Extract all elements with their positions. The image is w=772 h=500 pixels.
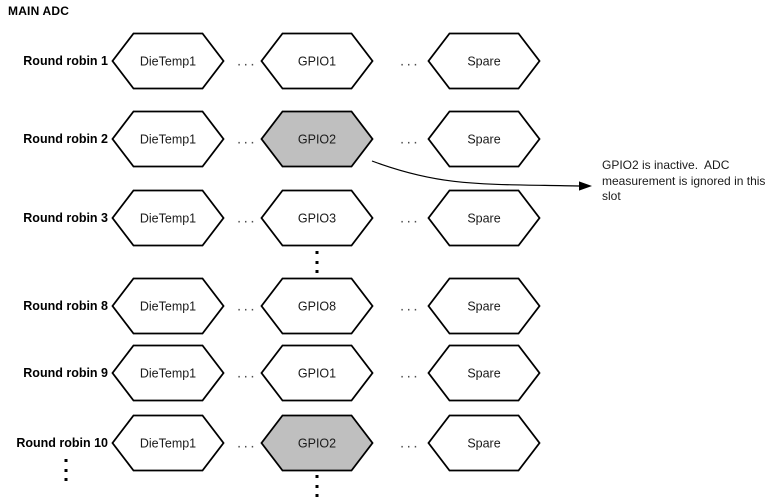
hexagon-shape xyxy=(260,110,374,168)
hexagon-shape xyxy=(111,110,225,168)
hexagon-shape xyxy=(260,414,374,472)
hexagon-outline xyxy=(427,32,541,90)
slot-gpio-inactive[interactable]: GPIO2 xyxy=(260,110,374,168)
hexagon-outline xyxy=(427,344,541,402)
hexagon-outline xyxy=(111,189,225,247)
slot-spare[interactable]: Spare xyxy=(427,414,541,472)
hexagon-outline xyxy=(260,344,374,402)
hexagon-shape xyxy=(427,277,541,335)
ellipsis-horizontal-2: ... xyxy=(399,297,421,315)
ellipsis-horizontal-1: ... xyxy=(236,209,258,227)
slot-spare[interactable]: Spare xyxy=(427,32,541,90)
slot-spare[interactable]: Spare xyxy=(427,344,541,402)
ellipsis-horizontal-1: ... xyxy=(236,434,258,452)
ellipsis-vertical-row-label-continues xyxy=(64,459,68,481)
slot-die-temp[interactable]: DieTemp1 xyxy=(111,344,225,402)
hexagon-outline xyxy=(427,110,541,168)
hexagon-outline xyxy=(111,414,225,472)
hexagon-outline xyxy=(111,110,225,168)
slot-die-temp[interactable]: DieTemp1 xyxy=(111,414,225,472)
ellipsis-horizontal-1: ... xyxy=(236,52,258,70)
hexagon-shape xyxy=(427,189,541,247)
hexagon-shape xyxy=(111,344,225,402)
row-label-row-2: Round robin 2 xyxy=(23,132,108,146)
slot-gpio[interactable]: GPIO8 xyxy=(260,277,374,335)
ellipsis-horizontal-2: ... xyxy=(399,52,421,70)
slot-spare[interactable]: Spare xyxy=(427,189,541,247)
hexagon-outline xyxy=(260,32,374,90)
hexagon-outline xyxy=(427,414,541,472)
slot-die-temp[interactable]: DieTemp1 xyxy=(111,189,225,247)
row-label-row-8: Round robin 8 xyxy=(23,299,108,313)
hexagon-outline xyxy=(111,344,225,402)
row-label-row-1: Round robin 1 xyxy=(23,54,108,68)
ellipsis-horizontal-2: ... xyxy=(399,434,421,452)
callout-arrow xyxy=(371,160,592,191)
hexagon-shape xyxy=(260,32,374,90)
ellipsis-horizontal-1: ... xyxy=(236,364,258,382)
ellipsis-vertical-gpio-column-gap xyxy=(315,251,319,273)
page-title: MAIN ADC xyxy=(8,4,70,18)
annotation-line: GPIO2 is inactive. ADC xyxy=(602,158,730,172)
hexagon-shape xyxy=(427,110,541,168)
ellipsis-horizontal-1: ... xyxy=(236,130,258,148)
slot-spare[interactable]: Spare xyxy=(427,110,541,168)
ellipsis-horizontal-2: ... xyxy=(399,364,421,382)
hexagon-shape xyxy=(427,414,541,472)
ellipsis-horizontal-2: ... xyxy=(399,130,421,148)
hexagon-outline xyxy=(260,189,374,247)
slot-die-temp[interactable]: DieTemp1 xyxy=(111,32,225,90)
hexagon-shape xyxy=(427,344,541,402)
annotation-line: slot xyxy=(602,189,621,203)
slot-die-temp[interactable]: DieTemp1 xyxy=(111,110,225,168)
slot-gpio-inactive[interactable]: GPIO2 xyxy=(260,414,374,472)
row-label-row-3: Round robin 3 xyxy=(23,211,108,225)
hexagon-shape xyxy=(260,277,374,335)
row-label-row-9: Round robin 9 xyxy=(23,366,108,380)
hexagon-shape xyxy=(260,344,374,402)
hexagon-shape xyxy=(111,414,225,472)
hexagon-outline xyxy=(111,277,225,335)
hexagon-shape xyxy=(111,32,225,90)
hexagon-outline xyxy=(427,277,541,335)
ellipsis-vertical-gpio-column-continues xyxy=(315,475,319,497)
annotation-line: measurement is ignored in this xyxy=(602,173,766,188)
slot-gpio[interactable]: GPIO1 xyxy=(260,344,374,402)
slot-gpio[interactable]: GPIO3 xyxy=(260,189,374,247)
hexagon-outline xyxy=(427,189,541,247)
ellipsis-horizontal-2: ... xyxy=(399,209,421,227)
slot-spare[interactable]: Spare xyxy=(427,277,541,335)
hexagon-shape xyxy=(427,32,541,90)
slot-gpio[interactable]: GPIO1 xyxy=(260,32,374,90)
hexagon-outline xyxy=(260,277,374,335)
hexagon-shape xyxy=(111,277,225,335)
hexagon-outline xyxy=(111,32,225,90)
hexagon-outline xyxy=(260,110,374,168)
row-label-row-10: Round robin 10 xyxy=(16,436,108,450)
slot-die-temp[interactable]: DieTemp1 xyxy=(111,277,225,335)
hexagon-shape xyxy=(260,189,374,247)
hexagon-shape xyxy=(111,189,225,247)
ellipsis-horizontal-1: ... xyxy=(236,297,258,315)
hexagon-outline xyxy=(260,414,374,472)
